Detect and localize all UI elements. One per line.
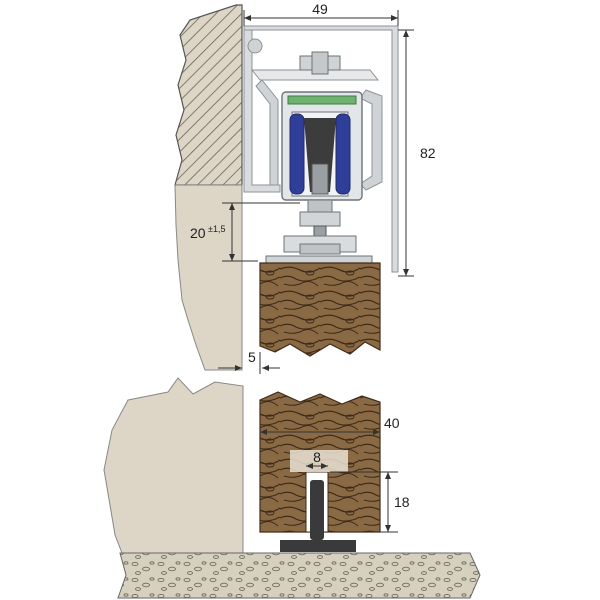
wheel-right bbox=[335, 113, 351, 195]
dim-groove-width: 8 bbox=[313, 449, 321, 465]
wheel-left bbox=[289, 113, 305, 195]
lower-wall bbox=[103, 377, 244, 554]
hanger-bolt-assembly bbox=[265, 199, 373, 264]
dim-gap-to-door: 20 bbox=[190, 225, 206, 241]
dim-groove-depth: 18 bbox=[394, 494, 410, 510]
floor-guide bbox=[280, 480, 356, 552]
door-top-section bbox=[259, 262, 381, 357]
upper-wall bbox=[174, 184, 243, 371]
ceiling-hatched-section bbox=[174, 4, 243, 186]
dim-gap-tolerance: ±1,5 bbox=[208, 224, 225, 234]
dim-track-width: 49 bbox=[312, 1, 328, 17]
roller-carriage bbox=[281, 51, 363, 201]
floor-screed bbox=[117, 552, 481, 599]
groove-highlight bbox=[290, 450, 348, 472]
dimension-lines bbox=[218, 10, 414, 533]
dim-door-thickness: 40 bbox=[384, 415, 400, 431]
top-bolt bbox=[311, 51, 329, 75]
dim-track-height: 82 bbox=[420, 145, 436, 161]
dim-wall-clearance: 5 bbox=[248, 349, 256, 365]
